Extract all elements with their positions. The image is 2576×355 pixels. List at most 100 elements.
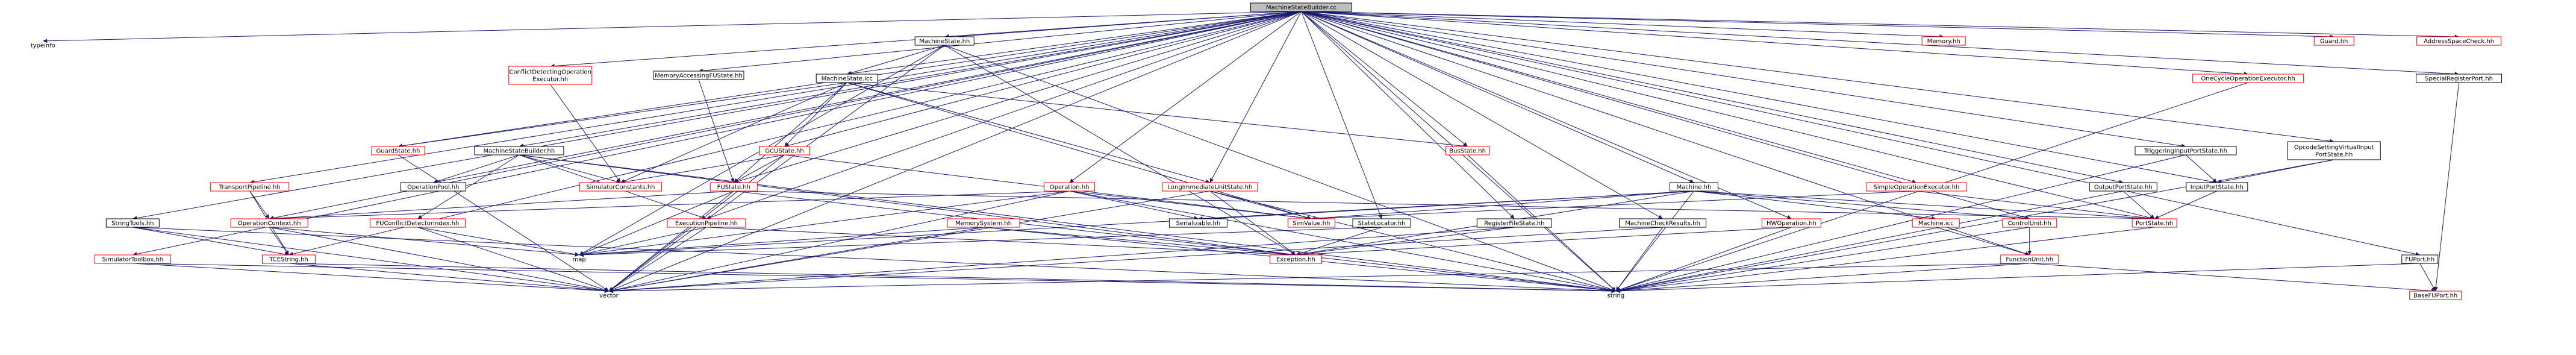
node-box: [371, 146, 425, 156]
node-RegisterFileState[interactable]: RegisterFileState.hh: [1476, 218, 1552, 228]
edge-MachineCheckResults-to-string: [1615, 227, 1664, 292]
node-FunctionUnit[interactable]: FunctionUnit.hh: [2000, 254, 2059, 264]
edge-GuardState_hh-to-vector: [398, 154, 610, 292]
edge-StringTools-to-vector: [133, 227, 609, 293]
edge-OpcodeSettingVirtual-to-string: [1615, 159, 2334, 293]
node-Serializable[interactable]: Serializable.hh: [1168, 218, 1227, 228]
node-Memory_hh[interactable]: Memory.hh: [1921, 36, 1966, 46]
edge-root-to-GCUState_hh: [784, 11, 1302, 148]
node-SimValue[interactable]: SimValue.hh: [1287, 218, 1335, 228]
edge-TCEString-to-vector: [288, 263, 609, 293]
edge-MachineStateBuilder_hh-to-FUConflictDetectorIndex: [417, 154, 520, 219]
node-GuardState_hh[interactable]: GuardState.hh: [371, 146, 425, 156]
node-box: [1162, 182, 1258, 192]
edge-SimpleOperationExecutor-to-PortState: [1916, 190, 2155, 221]
node-box: [2416, 74, 2503, 83]
edge-GCUState_hh-to-FUState_hh: [734, 154, 785, 183]
node-InputPortState[interactable]: InputPortState.hh: [2186, 182, 2248, 192]
edge-Machine_icc-to-FunctionUnit: [1936, 227, 2030, 256]
edge-TriggeringInputPortState-to-string: [1615, 154, 2186, 292]
node-label: Exception.hh: [1276, 257, 1315, 263]
node-OutputPortState[interactable]: OutputPortState.hh: [2089, 182, 2157, 192]
node-root[interactable]: MachineStateBuilder.cc: [1250, 2, 1353, 12]
node-MemoryAccessingFUState[interactable]: MemoryAccessingFUState.hh: [653, 71, 744, 80]
edge-SimpleOperationExecutor-to-SimValue: [1311, 190, 1916, 221]
edge-root-to-RegisterFileState: [1301, 11, 1515, 219]
node-StringTools[interactable]: StringTools.hh: [105, 218, 160, 228]
node-box: [2287, 141, 2381, 160]
node-box: [230, 218, 308, 228]
edge-TransportPipeline-to-OperationContext: [249, 190, 270, 219]
node-TCEString[interactable]: TCEString.hh: [262, 254, 316, 264]
node-ControlUnit[interactable]: ControlUnit.hh: [2002, 218, 2057, 228]
edge-root-to-AddressSpaceCheck: [1301, 11, 2459, 39]
edge-RegisterFileState-to-Exception: [1296, 227, 1515, 257]
node-OneCycleOperationExecutor[interactable]: OneCycleOperationExecutor.hh: [2192, 74, 2304, 83]
node-box: [105, 218, 160, 228]
node-LongImmediateUnitState[interactable]: LongImmediateUnitState.hh: [1162, 182, 1258, 192]
node-GCUState_hh[interactable]: GCUState.hh: [759, 146, 811, 156]
edge-Operation_hh-to-map: [579, 190, 1070, 257]
node-label: InputPortState.hh: [2191, 184, 2244, 191]
node-Exception[interactable]: Exception.hh: [1269, 254, 1322, 264]
node-TransportPipeline[interactable]: TransportPipeline.hh: [210, 182, 290, 192]
edge-LongImmediateUnitState-to-vector: [608, 190, 1210, 293]
node-TriggeringInputPortState[interactable]: TriggeringInputPortState.hh: [2135, 146, 2237, 156]
node-FUState_hh[interactable]: FUState.hh: [709, 182, 758, 192]
node-label: GuardState.hh: [376, 148, 420, 155]
node-OperationPool[interactable]: OperationPool.hh: [400, 182, 466, 192]
node-box: [947, 218, 1020, 228]
edge-Machine_hh-to-SimValue: [1311, 190, 1694, 221]
node-SimpleOperationExecutor[interactable]: SimpleOperationExecutor.hh: [1866, 182, 1967, 192]
edge-FunctionUnit-to-string: [1615, 263, 2030, 294]
node-MachineCheckResults[interactable]: MachineCheckResults.hh: [1619, 218, 1707, 228]
node-AddressSpaceCheck[interactable]: AddressSpaceCheck.hh: [2416, 36, 2502, 46]
edge-root-to-OutputPortState: [1301, 11, 2124, 184]
node-OperationContext[interactable]: OperationContext.hh: [230, 218, 308, 228]
node-SimulatorToolbox[interactable]: SimulatorToolbox.hh: [94, 254, 171, 264]
edge-root-to-StateLocator: [1301, 11, 1382, 219]
edge-root-to-TransportPipeline: [249, 11, 1302, 184]
node-PortState[interactable]: PortState.hh: [2132, 218, 2177, 228]
node-Machine_hh[interactable]: Machine.hh: [1669, 182, 1718, 192]
node-label: OperationContext.hh: [238, 221, 301, 227]
edge-root-to-LongImmediateUnitState: [1209, 11, 1302, 183]
edge-root-to-SimpleOperationExecutor: [1301, 11, 1916, 184]
edge-FUState_hh-to-vector: [608, 190, 734, 292]
node-box: [653, 71, 744, 80]
edge-ExecutionPipeline-to-vector: [608, 227, 707, 292]
node-label: LongImmediateUnitState.hh: [1167, 184, 1252, 191]
node-MachineState_icc[interactable]: MachineState.icc: [816, 74, 878, 83]
node-box: [2002, 218, 2057, 228]
node-MemorySystem[interactable]: MemorySystem.hh: [947, 218, 1020, 228]
node-ExecutionPipeline[interactable]: ExecutionPipeline.hh: [667, 218, 746, 228]
node-Operation_hh[interactable]: Operation.hh: [1044, 182, 1096, 192]
node-box: [709, 182, 758, 192]
node-label: StringTools.hh: [111, 221, 154, 227]
node-box: [1669, 182, 1718, 192]
node-SimulatorConstants[interactable]: SimulatorConstants.hh: [579, 182, 662, 192]
node-FUPort[interactable]: FUPort.hh: [2401, 254, 2439, 264]
node-MachineState_hh[interactable]: MachineState.hh: [914, 36, 975, 46]
node-label: MachineState.hh: [919, 39, 970, 45]
node-label: RegisterFileState.hh: [1484, 221, 1544, 227]
node-label: PortState.hh: [2136, 221, 2173, 227]
node-Machine_icc[interactable]: Machine.icc: [1912, 218, 1960, 228]
node-FUConflictDetectorIndex[interactable]: FUConflictDetectorIndex.hh: [369, 218, 466, 228]
node-BaseFUPort[interactable]: BaseFUPort.hh: [2409, 291, 2462, 300]
node-StateLocator[interactable]: StateLocator.hh: [1352, 218, 1411, 228]
node-BusState[interactable]: BusState.hh: [1445, 146, 1490, 156]
node-Guard_hh[interactable]: Guard.hh: [2313, 36, 2354, 46]
edge-MemorySystem-to-map: [579, 227, 984, 257]
edge-LongImmediateUnitState-to-string: [1209, 190, 1616, 292]
node-box: [262, 254, 316, 264]
node-label: Serializable.hh: [1176, 221, 1221, 227]
node-label: OutputPortState.hh: [2094, 184, 2153, 191]
node-label: ConflictDetectingOperation: [509, 69, 591, 76]
node-SpecialRegisterPort[interactable]: SpecialRegisterPort.hh: [2416, 74, 2503, 83]
node-HWOperation[interactable]: HWOperation.hh: [1761, 218, 1821, 228]
node-MachineStateBuilder_hh[interactable]: MachineStateBuilder.hh: [474, 146, 564, 156]
edge-MemorySystem-to-vector: [608, 227, 984, 293]
